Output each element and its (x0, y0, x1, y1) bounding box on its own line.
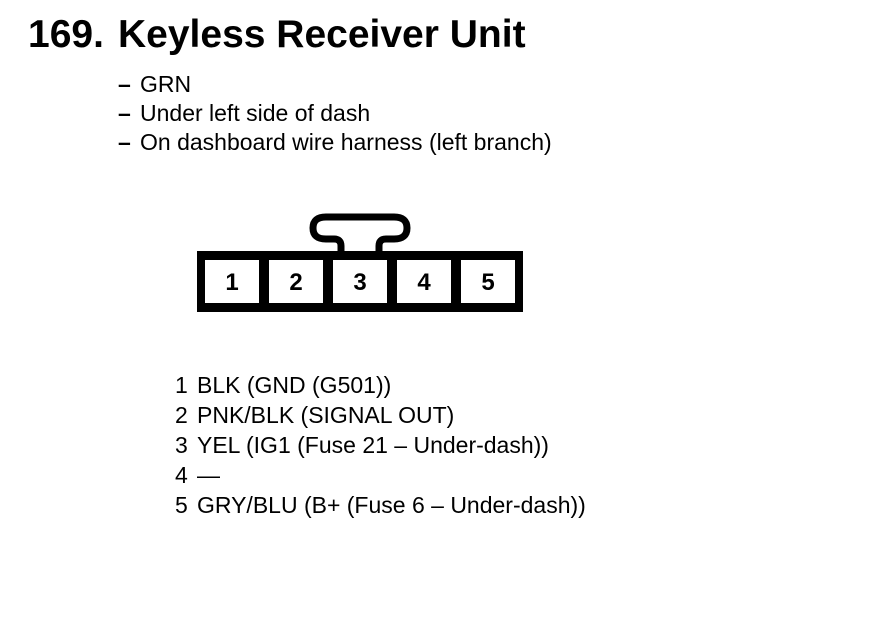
detail-item: – On dashboard wire harness (left branch… (118, 128, 552, 157)
legend-row: 5 GRY/BLU (B+ (Fuse 6 – Under-dash)) (175, 490, 586, 520)
detail-list: – GRN – Under left side of dash – On das… (118, 70, 552, 157)
connector-pin-cell: 5 (461, 260, 515, 303)
dash-bullet: – (118, 71, 131, 97)
detail-item: – GRN (118, 70, 552, 99)
legend-pin-description: GRY/BLU (B+ (Fuse 6 – Under-dash)) (197, 492, 586, 518)
connector-pin-cell: 4 (397, 260, 451, 303)
detail-text: Under left side of dash (140, 100, 371, 126)
legend-pin-description: YEL (IG1 (Fuse 21 – Under-dash)) (197, 432, 549, 458)
pin-legend: 1 BLK (GND (G501)) 2 PNK/BLK (SIGNAL OUT… (175, 370, 586, 520)
legend-pin-number: 4 (175, 462, 188, 488)
pin-number: 2 (289, 268, 303, 296)
legend-row: 4 — (175, 460, 586, 490)
dash-bullet: – (118, 129, 131, 155)
connector-latch-icon (309, 213, 411, 258)
legend-row: 1 BLK (GND (G501)) (175, 370, 586, 400)
section-number: 169. (28, 13, 104, 56)
legend-row: 3 YEL (IG1 (Fuse 21 – Under-dash)) (175, 430, 586, 460)
pin-number: 5 (481, 268, 495, 296)
detail-text: GRN (140, 71, 192, 97)
legend-pin-number: 2 (175, 402, 188, 428)
detail-text: On dashboard wire harness (left branch) (140, 129, 552, 155)
connector-pin-cell: 2 (269, 260, 323, 303)
detail-item: – Under left side of dash (118, 99, 552, 128)
connector-body: 1 2 3 4 5 (197, 251, 523, 312)
pin-number: 3 (353, 268, 367, 296)
connector-pin-cell: 3 (333, 260, 387, 303)
pin-number: 1 (225, 268, 239, 296)
legend-row: 2 PNK/BLK (SIGNAL OUT) (175, 400, 586, 430)
legend-pin-description: BLK (GND (G501)) (197, 372, 392, 398)
dash-bullet: – (118, 100, 131, 126)
legend-pin-number: 1 (175, 372, 188, 398)
page-title: Keyless Receiver Unit (118, 13, 526, 56)
connector-pin-cell: 1 (205, 260, 259, 303)
legend-pin-number: 3 (175, 432, 188, 458)
legend-pin-description: — (197, 462, 220, 488)
legend-pin-description: PNK/BLK (SIGNAL OUT) (197, 402, 455, 428)
page-heading: 169. Keyless Receiver Unit (28, 13, 526, 57)
legend-pin-number: 5 (175, 492, 188, 518)
pin-number: 4 (417, 268, 431, 296)
